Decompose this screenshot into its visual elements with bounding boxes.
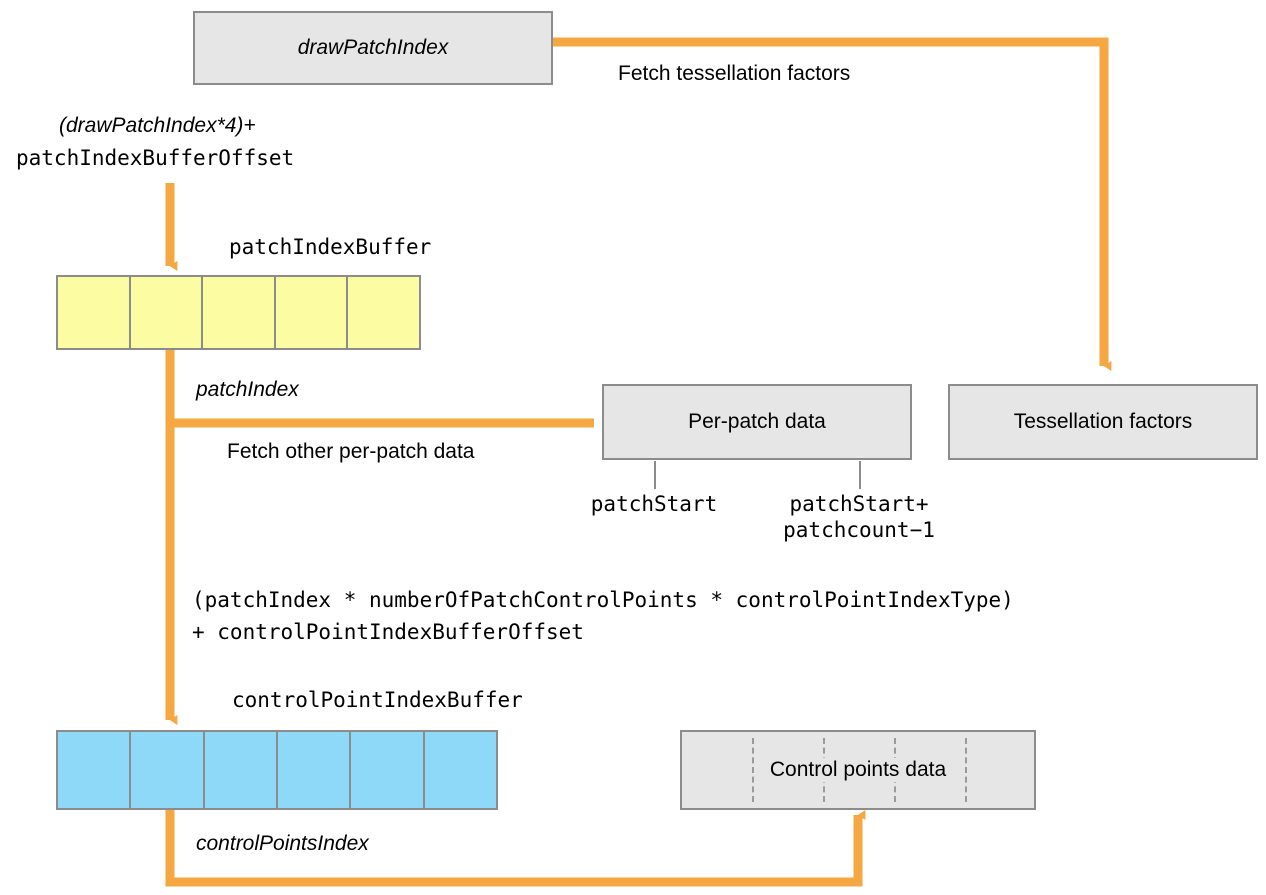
- expression-patch-index-offset-line1: (drawPatchIndex*4)+: [59, 114, 256, 137]
- arrow-fetch-tessellation-factors: [553, 37, 1112, 371]
- control-point-index-buffer-cell[interactable]: [58, 732, 132, 808]
- expression-control-point-offset-line1: (patchIndex * numberOfPatchControlPoints…: [192, 588, 1014, 612]
- node-control-points-data[interactable]: Control points data: [680, 730, 1036, 810]
- patch-index-buffer-cell[interactable]: [348, 277, 419, 348]
- node-draw-patch-index-label: drawPatchIndex: [297, 36, 449, 59]
- patch-index-buffer-cell[interactable]: [58, 277, 131, 348]
- range-label-patch-end-line1: patchStart+: [789, 492, 929, 516]
- edge-label-fetch-other-per-patch-data: Fetch other per-patch data: [227, 440, 475, 463]
- patch-index-buffer[interactable]: [56, 275, 421, 350]
- patch-index-buffer-title: patchIndexBuffer: [229, 235, 432, 259]
- node-control-points-data-label: Control points data: [763, 758, 953, 782]
- control-points-data-divider-1: [752, 738, 754, 802]
- expression-control-point-offset-line2: + controlPointIndexBufferOffset: [192, 620, 584, 644]
- control-point-index-buffer-title: controlPointIndexBuffer: [232, 688, 523, 712]
- control-point-index-buffer-cell[interactable]: [204, 732, 278, 808]
- per-patch-data-tick-end: [859, 461, 861, 489]
- node-tessellation-factors[interactable]: Tessellation factors: [948, 384, 1258, 460]
- range-label-patch-end-line2: patchcount−1: [783, 518, 935, 542]
- control-points-data-divider-4: [965, 738, 967, 802]
- node-draw-patch-index[interactable]: drawPatchIndex: [193, 11, 553, 85]
- node-tessellation-factors-label: Tessellation factors: [1013, 410, 1193, 433]
- control-point-index-buffer-cell[interactable]: [277, 732, 352, 808]
- patch-index-buffer-cell[interactable]: [130, 277, 204, 348]
- per-patch-data-tick-start: [654, 461, 656, 489]
- patch-index-buffer-cell[interactable]: [203, 277, 276, 348]
- control-point-index-buffer[interactable]: [56, 730, 498, 810]
- control-point-index-buffer-cell[interactable]: [131, 732, 205, 808]
- node-per-patch-data-label: Per-patch data: [688, 410, 826, 433]
- expression-patch-index-offset-line2: patchIndexBufferOffset: [16, 146, 295, 170]
- control-point-index-buffer-cell[interactable]: [351, 732, 425, 808]
- edge-label-patch-index: patchIndex: [196, 378, 299, 401]
- range-label-patch-start: patchStart: [590, 492, 718, 516]
- edge-label-fetch-tessellation-factors: Fetch tessellation factors: [618, 62, 851, 85]
- node-per-patch-data[interactable]: Per-patch data: [602, 384, 912, 460]
- control-point-index-buffer-cell[interactable]: [424, 732, 496, 808]
- patch-index-buffer-cell[interactable]: [275, 277, 349, 348]
- edge-label-control-points-index: controlPointsIndex: [196, 832, 369, 855]
